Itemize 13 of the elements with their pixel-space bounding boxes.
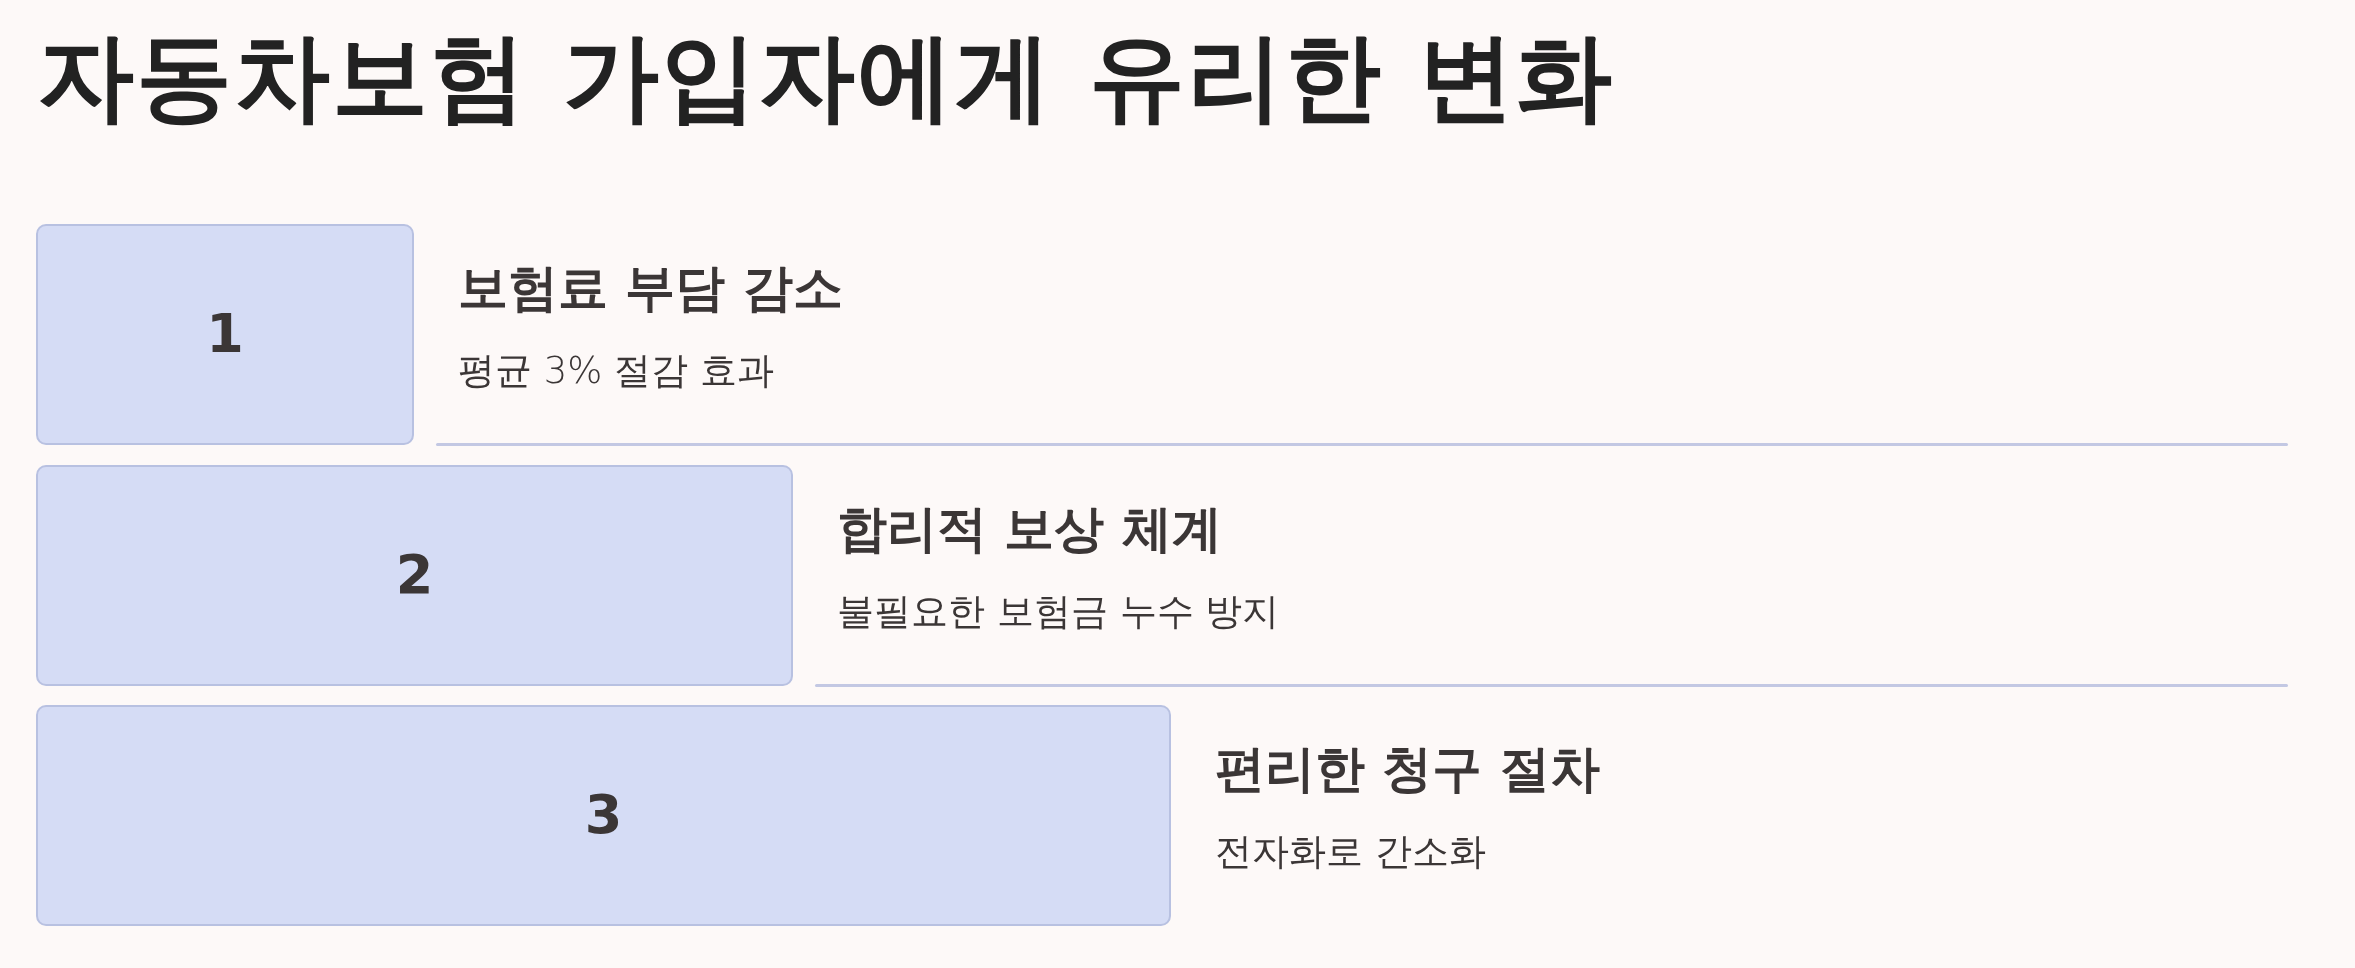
number-box	[36, 465, 793, 686]
number-box	[36, 705, 1171, 926]
benefit-heading: 편리한 청구 절차	[1215, 739, 1600, 800]
benefit-description: 불필요한 보험금 누수 방지	[837, 589, 1280, 635]
benefit-heading: 보험료 부담 감소	[458, 258, 843, 319]
page-title: 자동차보험 가입자에게 유리한 변화	[38, 20, 1615, 135]
step-number: 1	[206, 302, 244, 367]
number-box	[36, 224, 414, 445]
benefit-description: 전자화로 간소화	[1215, 829, 1486, 875]
benefit-description: 평균 3% 절감 효과	[458, 348, 774, 394]
step-number: 2	[395, 543, 434, 608]
benefit-heading: 합리적 보상 체계	[837, 499, 1222, 560]
step-number: 3	[584, 783, 623, 848]
